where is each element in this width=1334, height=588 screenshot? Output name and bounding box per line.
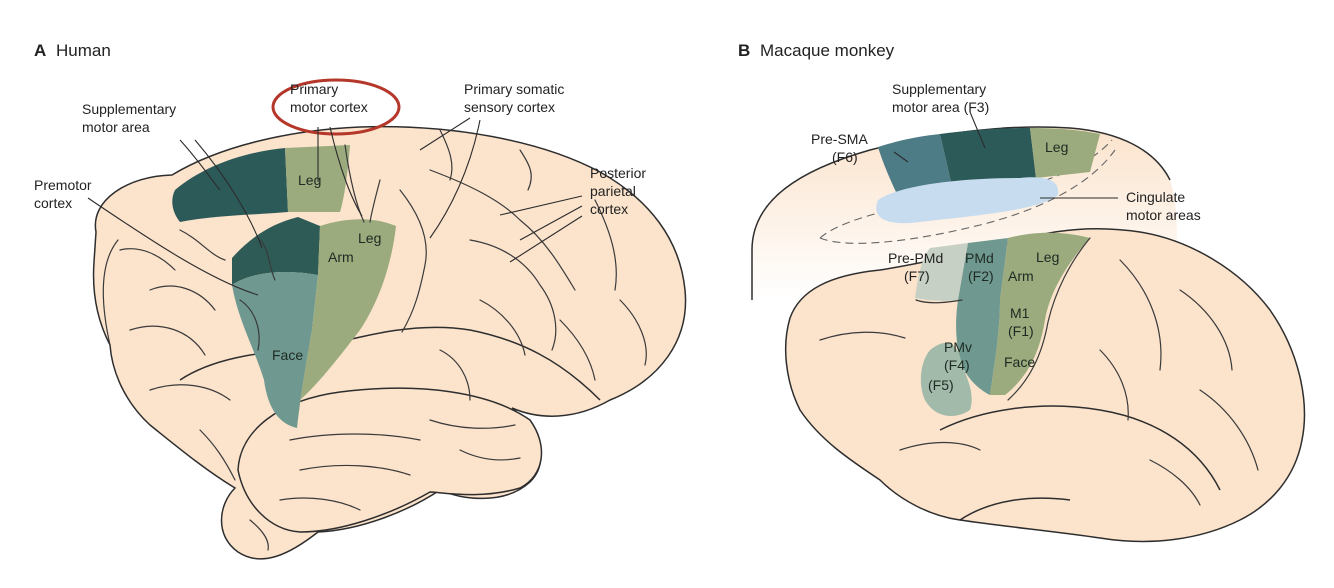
- label-primary-somatic-2: sensory cortex: [464, 99, 555, 115]
- pre-pmd-f7-region: [915, 243, 968, 301]
- pmv-f4-region: [956, 300, 1000, 395]
- label-sma-1: Supplementary: [892, 81, 986, 97]
- label-pmv-1: PMv: [944, 339, 972, 355]
- supplementary-motor-area-region: [172, 148, 288, 222]
- label-posterior-1: Posterior: [590, 165, 646, 181]
- label-supplementary-2: motor area: [82, 119, 150, 135]
- label-sma-2: motor area (F3): [892, 99, 989, 115]
- label-leg-top: Leg: [298, 172, 321, 188]
- panel-a-human: A Human: [34, 41, 687, 560]
- primary-motor-highlight-ring: [271, 78, 401, 136]
- premotor-dark-region: [232, 217, 320, 285]
- label-cingulate-1: Cingulate: [1126, 189, 1185, 205]
- label-primary-motor-2: motor cortex: [290, 99, 368, 115]
- panel-a-title: Human: [56, 41, 111, 60]
- label-arm: Arm: [328, 249, 354, 265]
- label-supplementary-1: Supplementary: [82, 101, 176, 117]
- panel-a-leader-lines: [87, 117, 583, 296]
- label-face-b: Face: [1004, 354, 1035, 370]
- panel-b-letter: B: [738, 41, 750, 60]
- label-primary-somatic-1: Primary somatic: [464, 81, 564, 97]
- cingulate-motor-areas-region: [876, 177, 1059, 224]
- label-m1-1: M1: [1010, 305, 1030, 321]
- pre-sma-region: [878, 134, 952, 192]
- label-cingulate-2: motor areas: [1126, 207, 1201, 223]
- primary-motor-lateral-region: [297, 219, 396, 428]
- panel-a-letter: A: [34, 41, 46, 60]
- label-pmd-1: PMd: [965, 250, 994, 266]
- pmv-f5-region: [920, 342, 972, 416]
- primary-motor-m1-region: [990, 232, 1090, 395]
- label-f5: (F5): [928, 377, 954, 393]
- label-pre-sma-2: (F6): [832, 149, 858, 165]
- label-pre-sma-1: Pre-SMA: [811, 131, 868, 147]
- label-pmd-2: (F2): [968, 268, 994, 284]
- label-leg-lateral-b: Leg: [1036, 249, 1059, 265]
- label-pre-pmd-1: Pre-PMd: [888, 250, 943, 266]
- label-arm-b: Arm: [1008, 268, 1034, 284]
- label-face: Face: [272, 347, 303, 363]
- pmd-f2-region: [958, 238, 1008, 300]
- label-posterior-3: cortex: [590, 201, 628, 217]
- label-posterior-2: parietal: [590, 183, 636, 199]
- label-m1-2: (F1): [1008, 323, 1034, 339]
- leg-top-region: [1030, 128, 1100, 178]
- label-pmv-2: (F4): [944, 357, 970, 373]
- label-primary-motor-1: Primary: [290, 81, 338, 97]
- panel-b-title: Macaque monkey: [760, 41, 895, 60]
- panel-b-leader-lines: [893, 111, 1118, 199]
- temporal-lobe: [237, 387, 543, 533]
- label-pre-pmd-2: (F7): [904, 268, 930, 284]
- label-premotor-1: Premotor: [34, 177, 92, 193]
- label-leg-lateral: Leg: [358, 230, 381, 246]
- label-premotor-2: cortex: [34, 195, 72, 211]
- label-leg-top-b: Leg: [1045, 139, 1068, 155]
- panel-b-macaque: B Macaque monkey: [738, 41, 1306, 543]
- sma-f3-region: [940, 128, 1036, 186]
- sylvian-fissure: [179, 326, 601, 401]
- premotor-region: [232, 272, 318, 428]
